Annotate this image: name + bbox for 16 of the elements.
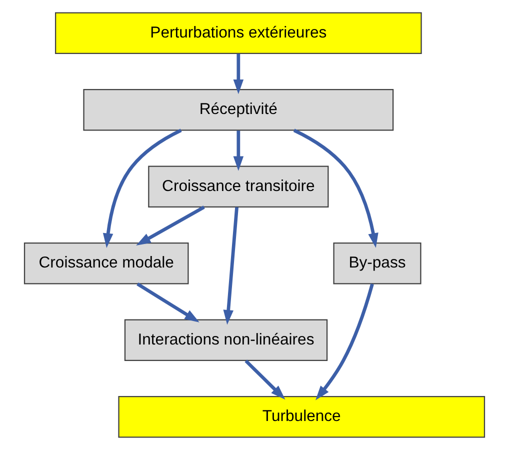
- node-box: Réceptivité: [82, 88, 394, 131]
- arrow: [222, 207, 238, 325]
- node-box: Interactions non-linéaires: [124, 319, 328, 362]
- arrow: [292, 128, 378, 248]
- arrow: [102, 128, 182, 248]
- node-box: Perturbations extérieures: [54, 12, 422, 54]
- node-box: Croissance transitoire: [148, 166, 328, 208]
- arrow: [315, 284, 374, 400]
- arrow: [136, 206, 204, 246]
- arrow: [136, 282, 199, 322]
- arrow: [232, 130, 244, 171]
- arrow: [232, 54, 244, 94]
- node-box: By-pass: [332, 242, 421, 284]
- node-box: Turbulence: [118, 396, 485, 438]
- arrow: [244, 360, 285, 400]
- node-box: Croissance modale: [23, 242, 188, 284]
